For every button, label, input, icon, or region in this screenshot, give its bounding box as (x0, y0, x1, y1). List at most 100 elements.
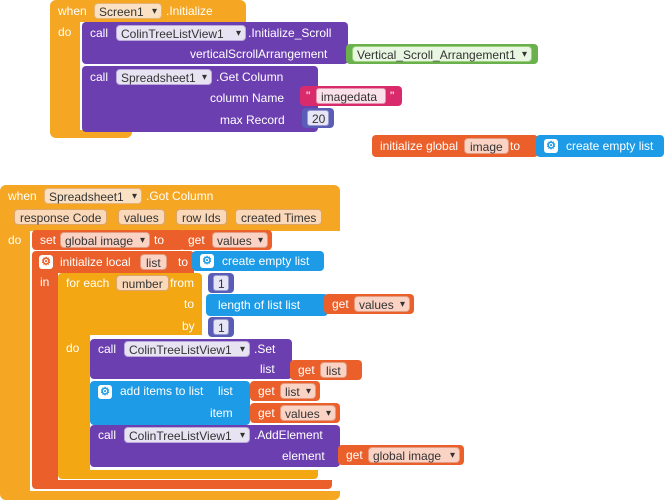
event-block-screen-initialize[interactable]: when Screen1 .Initialize do (50, 0, 246, 138)
get-keyword: get (258, 406, 275, 420)
number-block-20[interactable]: 20 (302, 108, 334, 128)
get-global-image-block[interactable]: get global image (338, 445, 464, 465)
component-dropdown-spreadsheet1[interactable]: Spreadsheet1 (44, 188, 142, 205)
item-label: item (210, 406, 233, 420)
variable-dropdown-global-image[interactable]: global image (60, 232, 150, 249)
do-keyword: do (66, 341, 80, 355)
number-field-from[interactable]: 1 (213, 275, 229, 291)
initialize-local-spine (32, 273, 58, 483)
param-label-element: element (282, 449, 325, 463)
to-keyword: to (184, 297, 195, 311)
text-block-imagedata[interactable]: " imagedata " (300, 86, 402, 106)
get-keyword: get (298, 363, 315, 377)
set-global-image-block[interactable]: set global image to (32, 230, 184, 250)
gear-icon[interactable]: ⚙ (200, 254, 214, 268)
get-keyword: get (346, 448, 363, 462)
quote-close: " (390, 89, 395, 103)
number-block-by[interactable]: 1 (208, 317, 234, 337)
to-keyword: to (510, 139, 521, 153)
component-dropdown-screen1[interactable]: Screen1 (94, 3, 162, 20)
variable-dropdown-values[interactable]: values (354, 296, 410, 313)
param-values[interactable]: values (118, 209, 165, 225)
call-set-block[interactable]: call ColinTreeListView1 .Set list (90, 339, 292, 379)
component-dropdown-colintreelistview[interactable]: ColinTreeListView1 (124, 427, 250, 444)
number-block-from[interactable]: 1 (208, 273, 234, 293)
call-keyword: call (90, 70, 109, 84)
loop-variable-number[interactable]: number (116, 275, 169, 291)
create-empty-list-label: create empty list (566, 139, 654, 153)
initialize-local-label: initialize local (60, 255, 131, 269)
param-response-code[interactable]: response Code (14, 209, 108, 225)
component-block-vertical-scroll[interactable]: Vertical_Scroll_Arrangement1 (346, 44, 538, 64)
call-initialize-scroll-block[interactable]: call ColinTreeListView1 .Initialize_Scro… (82, 22, 348, 64)
call-keyword: call (90, 26, 109, 40)
event-footer (0, 491, 340, 500)
method-name: .Get Column (216, 70, 284, 84)
variable-dropdown-global-image[interactable]: global image (368, 447, 460, 464)
for-each-header[interactable]: for each number from to by (58, 273, 202, 335)
length-of-list-block[interactable]: length of list list (206, 294, 328, 316)
event-footer (50, 130, 132, 138)
get-keyword: get (332, 297, 349, 311)
get-list-block-add[interactable]: get list (250, 381, 320, 401)
event-block-got-column[interactable]: when Spreadsheet1 .Got Column response C… (0, 185, 340, 500)
from-keyword: from (170, 276, 194, 290)
variable-dropdown-list[interactable]: list (280, 383, 316, 400)
create-empty-list-block-local[interactable]: ⚙ create empty list (192, 251, 324, 271)
local-variable-name[interactable]: list (140, 254, 167, 270)
add-items-label: add items to list (120, 384, 204, 398)
initialize-local-footer (32, 480, 332, 489)
to-keyword: to (178, 255, 189, 269)
component-dropdown-colintreelistview[interactable]: ColinTreeListView1 (116, 25, 246, 42)
call-get-column-block[interactable]: call Spreadsheet1 .Get Column column Nam… (82, 66, 318, 132)
initialize-local-header[interactable]: ⚙ initialize local list to (32, 251, 194, 273)
when-keyword: when (8, 189, 37, 203)
gear-icon[interactable]: ⚙ (39, 255, 53, 269)
initialize-global-block[interactable]: initialize global image to (372, 135, 538, 157)
gear-icon[interactable]: ⚙ (98, 385, 112, 399)
event-name: .Got Column (146, 189, 214, 203)
gear-icon[interactable]: ⚙ (544, 139, 558, 153)
component-dropdown-spreadsheet1[interactable]: Spreadsheet1 (116, 69, 212, 86)
event-spine (0, 231, 30, 493)
for-each-spine (58, 335, 90, 475)
get-values-block-add[interactable]: get values (250, 403, 340, 423)
quote-open: " (306, 89, 311, 103)
get-values-block[interactable]: get values (180, 230, 272, 250)
list-label: list (218, 384, 233, 398)
create-empty-list-block[interactable]: ⚙ create empty list (536, 135, 664, 157)
event-spine (50, 22, 80, 132)
get-keyword: get (188, 233, 205, 247)
method-name: .AddElement (254, 428, 323, 442)
number-field-by[interactable]: 1 (213, 319, 229, 335)
param-row-ids[interactable]: row Ids (176, 209, 227, 225)
create-empty-list-label: create empty list (222, 254, 310, 268)
param-label: verticalScrollArrangement (190, 47, 328, 61)
when-keyword: when (58, 4, 87, 18)
component-dropdown-colintreelistview[interactable]: ColinTreeListView1 (124, 341, 250, 358)
variable-dropdown-values[interactable]: values (212, 232, 268, 249)
number-field-20[interactable]: 20 (307, 110, 329, 126)
by-keyword: by (182, 319, 195, 333)
event-name: .Initialize (166, 4, 213, 18)
get-values-block-length[interactable]: get values (324, 294, 414, 314)
call-keyword: call (98, 428, 117, 442)
variable-dropdown-values[interactable]: values (280, 405, 336, 422)
in-keyword: in (40, 275, 50, 289)
to-keyword: to (154, 233, 165, 247)
variable-list[interactable]: list (320, 362, 347, 378)
global-variable-name[interactable]: image (464, 138, 509, 154)
string-field-imagedata[interactable]: imagedata (316, 88, 386, 104)
for-each-label: for each (66, 276, 110, 290)
param-created-times[interactable]: created Times (235, 209, 323, 225)
add-items-to-list-block[interactable]: ⚙ add items to list list item (90, 381, 250, 425)
method-name: .Initialize_Scroll (248, 26, 332, 40)
component-dropdown-vertical-scroll[interactable]: Vertical_Scroll_Arrangement1 (352, 46, 532, 63)
do-keyword: do (8, 233, 22, 247)
call-add-element-block[interactable]: call ColinTreeListView1 .AddElement elem… (90, 425, 340, 467)
method-name: .Set (254, 342, 276, 356)
do-keyword: do (58, 25, 72, 39)
call-keyword: call (98, 342, 117, 356)
get-list-block-set[interactable]: get list (290, 360, 362, 380)
param-label-column-name: column Name (210, 91, 285, 105)
